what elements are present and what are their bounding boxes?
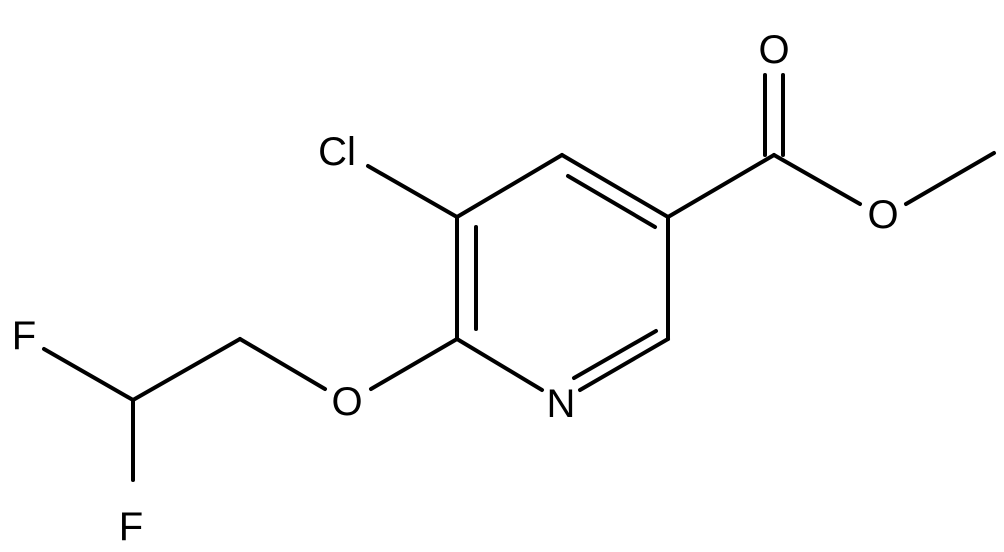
bond-o-methyl (904, 151, 996, 206)
bond-carbonyl-c-o (772, 153, 862, 206)
bond-c6-o-ether (369, 337, 459, 391)
bond-c2-n (578, 337, 670, 392)
atom-o-ester: O (867, 193, 898, 237)
bond-c5-c4 (455, 153, 564, 219)
bond-c2-n-inner (572, 329, 658, 380)
bond-ch2-chf2 (131, 337, 242, 402)
atom-cl: Cl (318, 130, 356, 174)
atom-o-carbonyl: O (758, 28, 789, 72)
bond-chf2-f-top (42, 347, 135, 402)
bond-c5-cl (366, 164, 459, 219)
atom-f-bottom: F (119, 505, 143, 549)
atom-n-ring: N (547, 382, 576, 426)
bonds (42, 73, 996, 482)
atom-labels: Cl O O N O F F (12, 28, 899, 549)
atom-f-top: F (12, 314, 36, 358)
atom-o-ether: O (331, 380, 362, 424)
bond-c4-c3 (560, 153, 670, 219)
bond-c4-c3-inner (566, 174, 657, 229)
bond-c3-carbonyl-c (666, 153, 776, 219)
bond-o-ch2 (238, 337, 327, 391)
bond-n-c6 (455, 337, 544, 392)
